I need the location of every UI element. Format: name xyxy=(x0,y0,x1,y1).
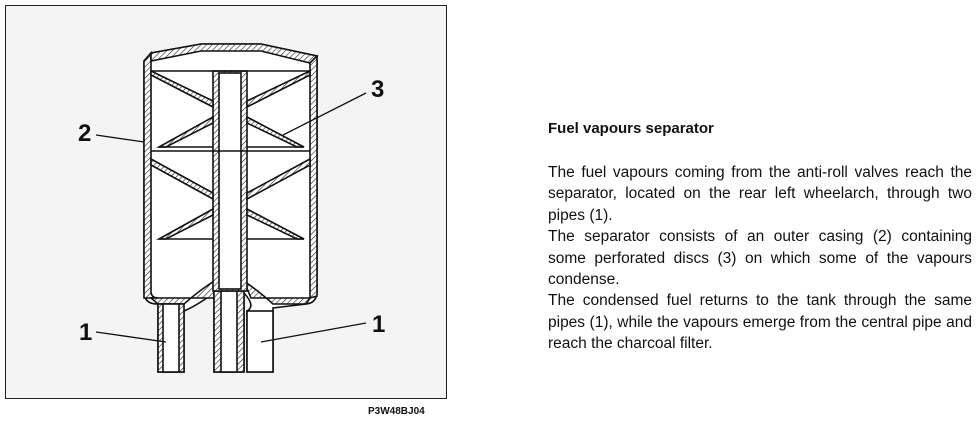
casing-bottom-right xyxy=(242,278,312,305)
casing-top xyxy=(150,43,319,64)
callout-pipes-left: 1 xyxy=(79,319,93,346)
disc-3 xyxy=(150,157,311,201)
leader-2 xyxy=(95,134,145,143)
leader-3 xyxy=(282,92,367,136)
leader-1-right xyxy=(260,322,367,343)
callout-pipes-right: 1 xyxy=(372,311,386,338)
callout-discs: 3 xyxy=(371,76,385,103)
paragraph: The fuel vapours coming from the anti-ro… xyxy=(548,164,972,224)
section-heading: Fuel vapours separator xyxy=(548,120,714,137)
leader-1-left xyxy=(95,331,167,343)
callout-casing: 2 xyxy=(78,120,92,147)
disc-1 xyxy=(150,69,311,109)
pipe-right xyxy=(246,310,274,373)
separator-diagram: 2 3 1 1 xyxy=(5,5,447,399)
figure-code: P3W48BJ04 xyxy=(368,406,425,417)
casing-wall-right xyxy=(309,54,318,300)
paragraph: The condensed fuel returns to the tank t… xyxy=(548,292,972,353)
body-text: The fuel vapours coming from the anti-ro… xyxy=(548,162,972,355)
paragraph: The separator consists of an outer casin… xyxy=(548,228,972,289)
separator-drawing xyxy=(95,43,367,373)
